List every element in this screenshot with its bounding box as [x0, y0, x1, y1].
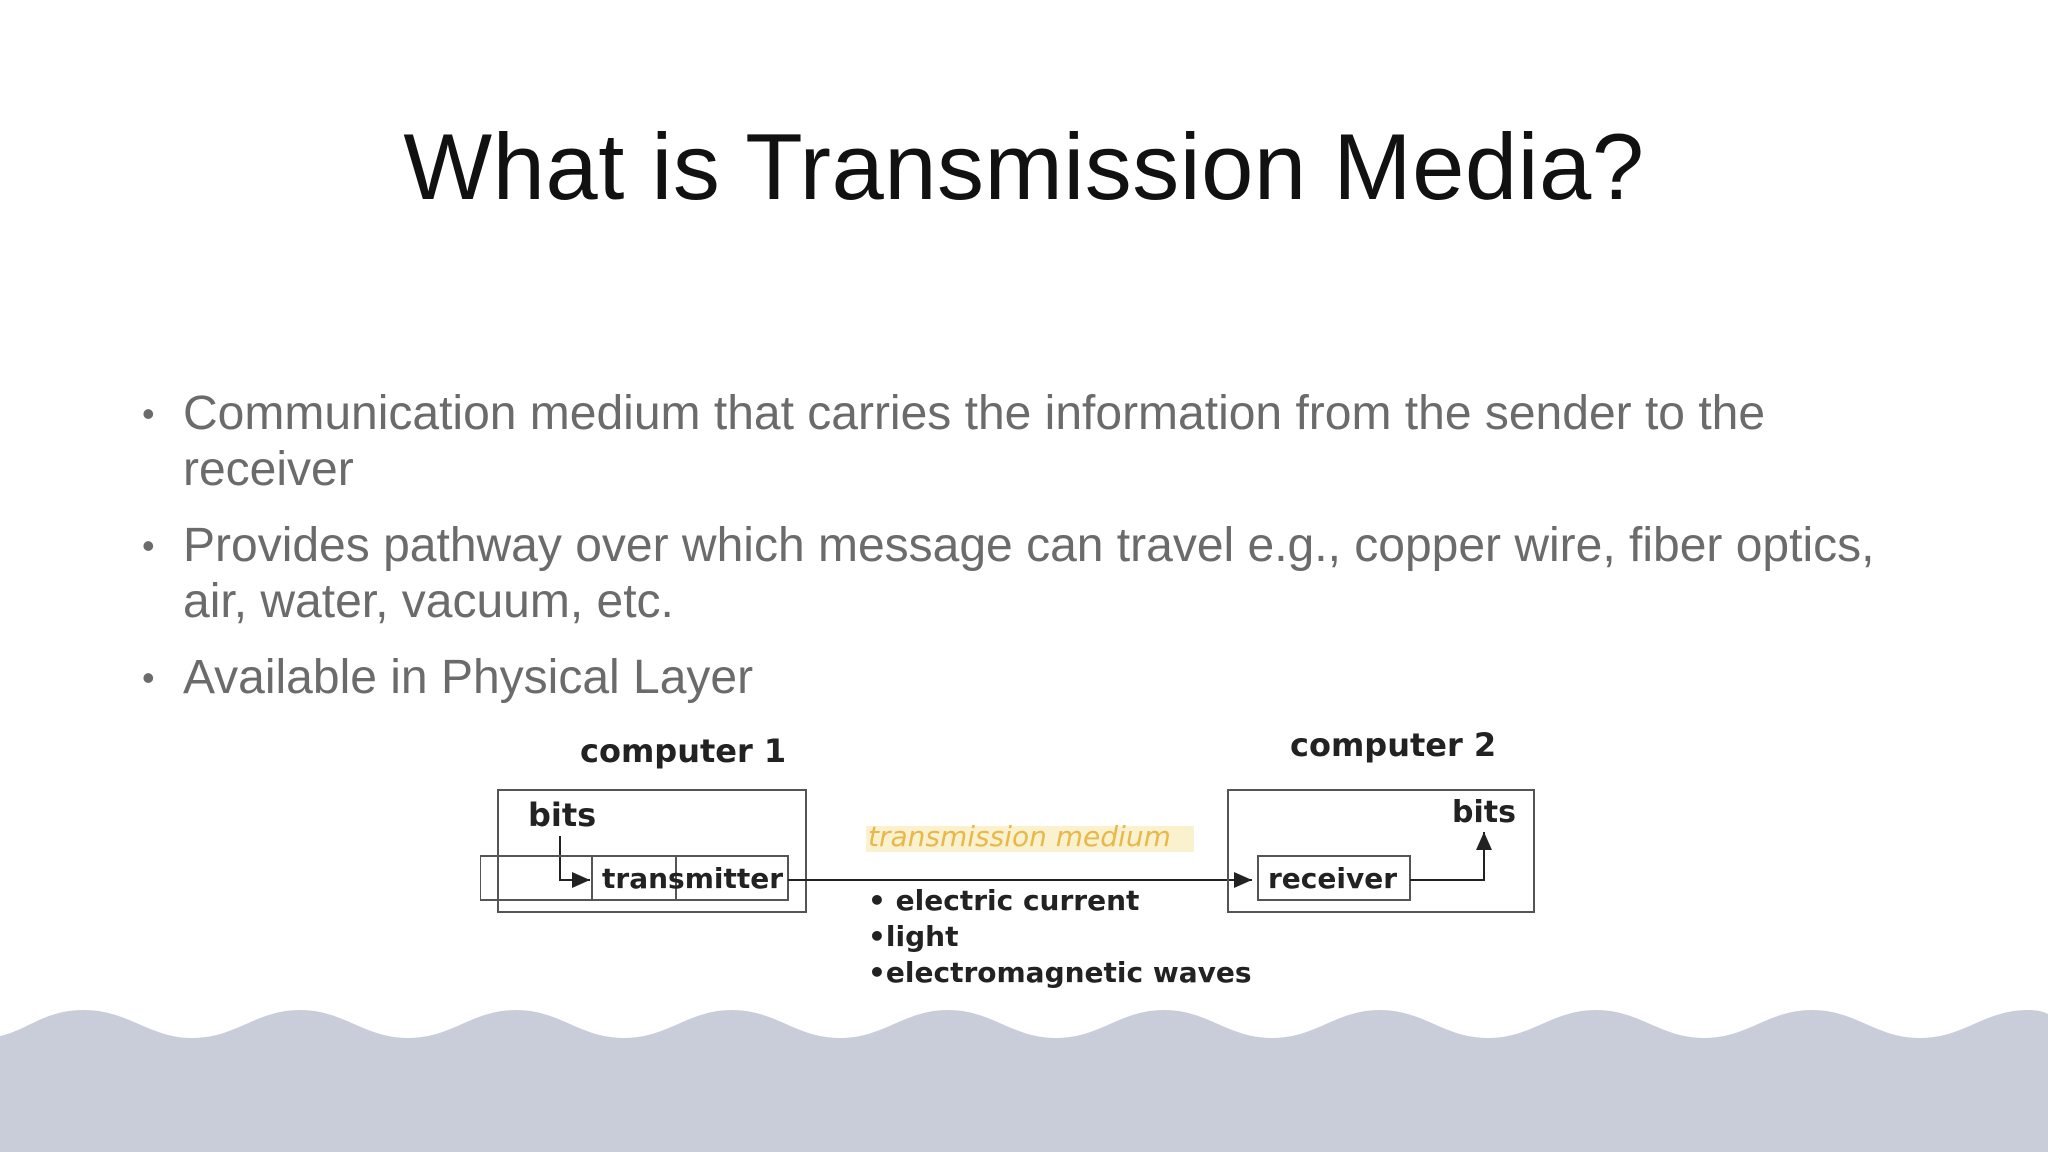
bullet-text: Available in Physical Layer	[183, 651, 754, 704]
bullet-list: • Communication medium that carries the …	[140, 386, 1940, 726]
decorative-wave	[0, 1010, 2048, 1152]
bullet-dot-icon: •	[142, 525, 155, 566]
bullet-dot-icon: •	[142, 393, 155, 434]
transmission-diagram: computer 1 bits transmitter transmission…	[480, 726, 1535, 989]
medium-example-2: •light	[868, 920, 958, 953]
bullet-dot-icon: •	[142, 657, 155, 698]
transmitter-box-frame	[591, 855, 789, 901]
bullet-item: • Provides pathway over which message ca…	[140, 518, 1940, 630]
receiver-box	[1257, 855, 1411, 901]
medium-example-1: • electric current	[868, 884, 1139, 917]
bullet-text: Communication medium that carries the in…	[183, 387, 1766, 496]
bits-right-label: bits	[1452, 795, 1516, 830]
bullet-item: • Communication medium that carries the …	[140, 386, 1940, 498]
medium-label: transmission medium	[868, 820, 1171, 853]
computer-2-label: computer 2	[1290, 726, 1496, 764]
computer-1-label: computer 1	[580, 732, 786, 770]
medium-label-highlight	[866, 826, 1194, 852]
bullet-text: Provides pathway over which message can …	[183, 519, 1875, 628]
bits-left-label: bits	[528, 796, 596, 834]
medium-example-3: •electromagnetic waves	[868, 956, 1252, 989]
transmitter-box	[480, 855, 677, 901]
transmitter-label: transmitter	[602, 862, 783, 895]
computer-1-box	[497, 789, 807, 913]
slide-title: What is Transmission Media?	[403, 114, 1645, 219]
bullet-item: • Available in Physical Layer	[140, 650, 1940, 706]
receiver-to-bits-arrow	[1410, 832, 1492, 881]
bits-to-transmitter-arrow	[559, 836, 590, 888]
receiver-label: receiver	[1268, 862, 1397, 895]
computer-2-box	[1227, 789, 1535, 913]
